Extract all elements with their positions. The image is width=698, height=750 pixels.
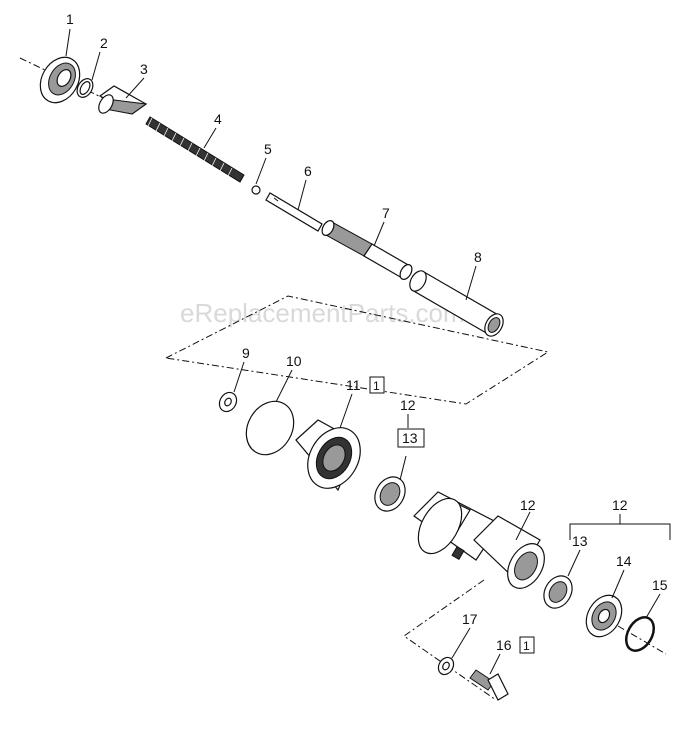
callout-13-lower: 13 bbox=[572, 533, 588, 549]
callout-1: 1 bbox=[66, 11, 74, 27]
leader-2 bbox=[91, 51, 101, 81]
part-14-ball-bearing[interactable] bbox=[579, 589, 629, 643]
leader-12-housing bbox=[515, 511, 531, 541]
leader-14 bbox=[611, 569, 625, 599]
callout-12-upper: 12 bbox=[400, 397, 416, 413]
part-3-splined-sleeve[interactable] bbox=[96, 85, 148, 116]
callout-17: 17 bbox=[462, 611, 478, 627]
leader-15 bbox=[645, 593, 661, 619]
part-16-bolt[interactable] bbox=[469, 669, 509, 701]
kit-outline-lower bbox=[403, 579, 497, 701]
part-6-pin[interactable] bbox=[265, 192, 323, 232]
leader-7 bbox=[373, 221, 385, 247]
callout-3: 3 bbox=[140, 61, 148, 77]
part-5-ball[interactable] bbox=[251, 185, 261, 195]
callout-10: 10 bbox=[286, 353, 302, 369]
callout-11: 11 bbox=[346, 377, 361, 393]
callout-12-group: 12 bbox=[612, 497, 628, 513]
callout-16: 16 bbox=[496, 637, 512, 653]
part-13-needle-bearing-lower[interactable] bbox=[538, 571, 578, 613]
callout-5: 5 bbox=[264, 141, 272, 157]
callout-6: 6 bbox=[304, 163, 312, 179]
leader-9 bbox=[233, 361, 245, 393]
leader-12-13-upper bbox=[399, 455, 407, 481]
watermark-text: eReplacementParts.com bbox=[180, 298, 465, 328]
leader-4 bbox=[203, 127, 217, 149]
note-box-13-upper bbox=[397, 428, 425, 448]
leader-3 bbox=[125, 77, 145, 99]
callout-4: 4 bbox=[214, 111, 222, 127]
leader-1 bbox=[65, 28, 71, 57]
part-1-bearing[interactable] bbox=[32, 50, 87, 110]
part-15-retaining-ring[interactable] bbox=[621, 612, 660, 655]
leader-17 bbox=[451, 627, 471, 659]
note-box-11-label: 1 bbox=[373, 379, 380, 393]
part-13-needle-bearing-upper[interactable] bbox=[369, 471, 411, 516]
centerline-lower-right bbox=[617, 625, 667, 655]
part-7-splined-shaft[interactable] bbox=[320, 219, 415, 282]
centerline-upper-left bbox=[19, 57, 129, 111]
part-12-gear-housing[interactable] bbox=[409, 491, 551, 595]
part-11-nut-housing[interactable] bbox=[295, 418, 371, 497]
leader-6 bbox=[297, 179, 307, 211]
callout-7: 7 bbox=[382, 205, 390, 221]
part-9-washer[interactable] bbox=[216, 389, 240, 414]
callout-14: 14 bbox=[616, 553, 632, 569]
note-box-11 bbox=[369, 376, 385, 394]
part-17-washer[interactable] bbox=[435, 655, 456, 678]
note-box-16 bbox=[519, 636, 535, 654]
part-2-snap-ring[interactable] bbox=[74, 76, 96, 100]
part-4-spring[interactable] bbox=[145, 116, 245, 183]
callout-8: 8 bbox=[474, 249, 482, 265]
callout-2: 2 bbox=[100, 35, 108, 51]
callout-15: 15 bbox=[652, 577, 668, 593]
note-box-16-label: 1 bbox=[523, 639, 530, 653]
leader-5 bbox=[255, 157, 267, 185]
leader-11 bbox=[339, 393, 353, 429]
leader-10 bbox=[275, 369, 293, 403]
callout-13-upper: 13 bbox=[402, 430, 418, 446]
part-8-tube[interactable] bbox=[406, 268, 506, 339]
callout-9: 9 bbox=[242, 345, 250, 361]
leader-8 bbox=[465, 265, 477, 301]
part-10-o-ring[interactable] bbox=[237, 393, 303, 463]
callout-12-housing: 12 bbox=[520, 497, 536, 513]
kit-outline-upper bbox=[164, 295, 550, 405]
leader-13-lower bbox=[567, 549, 581, 577]
leader-16 bbox=[489, 653, 501, 675]
